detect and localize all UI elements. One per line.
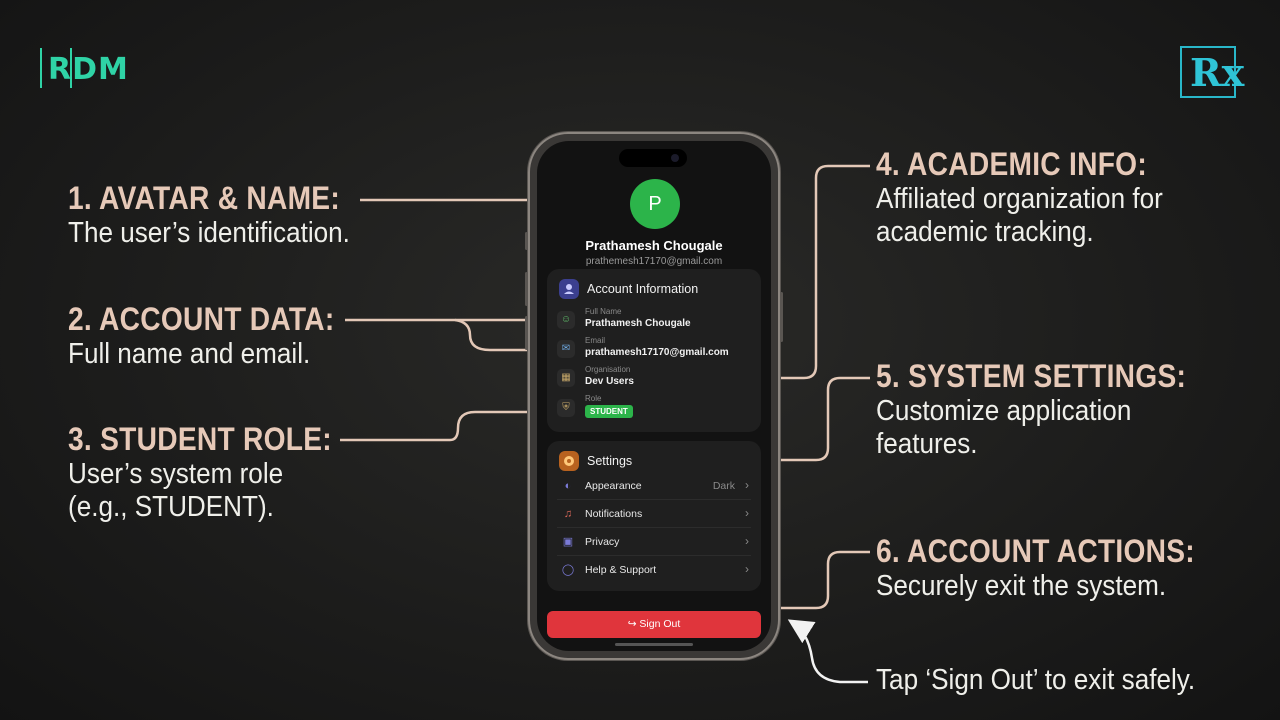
annotation-avatar: 1. AVATAR & NAME: The user’s identificat…	[68, 180, 381, 250]
rdm-logo: RDM	[40, 48, 142, 88]
field-value-full-name: Prathamesh Chougale	[585, 318, 691, 329]
account-info-card: Account Information ☺ Full Name Prathame…	[547, 269, 761, 432]
settings-item-notifications[interactable]: ♫ Notifications ›	[547, 501, 761, 528]
annotation-text: academic tracking.	[876, 216, 1094, 248]
annotation-account-actions: 6. ACCOUNT ACTIONS: Securely exit the sy…	[876, 533, 1238, 603]
rx-logo-text: Rx	[1190, 50, 1245, 95]
phone-power-button	[780, 292, 783, 342]
divider	[557, 499, 751, 500]
chevron-right-icon: ›	[745, 562, 749, 576]
phone-mockup: P Prathamesh Chougale prathemesh17170@gm…	[525, 132, 783, 660]
sign-out-label: Sign Out	[639, 618, 681, 630]
annotation-heading: 1. AVATAR & NAME:	[68, 180, 341, 216]
settings-title: Settings	[587, 454, 633, 468]
palette-icon: ◐	[564, 480, 572, 492]
field-label-full-name: Full Name	[585, 307, 622, 316]
arrow-academic	[650, 164, 870, 391]
help-icon: ◯	[561, 564, 575, 576]
annotation-text: Full name and email.	[68, 338, 311, 370]
arrow-settings	[740, 376, 870, 473]
annotation-text: (e.g., STUDENT).	[68, 491, 274, 523]
annotation-text: features.	[876, 428, 978, 460]
annotation-account-data: 2. ACCOUNT DATA: Full name and email.	[68, 301, 371, 371]
profile-email: prathemesh17170@gmail.com	[585, 256, 723, 267]
settings-item-help-support[interactable]: ◯ Help & Support ›	[547, 557, 761, 584]
annotation-text: The user’s identification.	[68, 217, 350, 249]
annotation-academic-info: 4. ACADEMIC INFO: Affiliated organizatio…	[876, 146, 1195, 249]
account-info-title: Account Information	[587, 282, 699, 296]
avatar[interactable]: P	[630, 179, 680, 229]
person-icon: ☺	[557, 311, 575, 329]
annotation-text: Customize application	[876, 395, 1132, 427]
phone-action-button	[525, 232, 528, 250]
settings-item-privacy[interactable]: ▣ Privacy ›	[547, 529, 761, 556]
logout-icon: ↪	[627, 618, 640, 630]
phone-volume-down	[525, 316, 528, 350]
annotation-text: Tap ‘Sign Out’ to exit safely.	[876, 664, 1196, 696]
field-label-role: Role	[585, 394, 602, 403]
field-label-email: Email	[585, 336, 606, 345]
settings-item-label: Privacy	[585, 536, 620, 548]
chevron-right-icon: ›	[745, 534, 749, 548]
annotation-system-settings: 5. SYSTEM SETTINGS: Customize applicatio…	[876, 358, 1228, 461]
logo-frame	[40, 48, 72, 88]
arrow-role	[340, 399, 558, 442]
home-indicator	[615, 643, 693, 646]
phone-volume-up	[525, 272, 528, 306]
arrow-tap-signout	[787, 619, 868, 684]
annotation-heading: 6. ACCOUNT ACTIONS:	[876, 533, 1195, 569]
building-icon: ▦	[557, 369, 575, 387]
annotation-heading: 4. ACADEMIC INFO:	[876, 146, 1147, 182]
field-value-organisation: Dev Users	[585, 376, 634, 387]
profile-name: Prathamesh Chougale	[585, 238, 723, 253]
settings-item-label: Appearance	[585, 480, 642, 492]
annotation-heading: 5. SYSTEM SETTINGS:	[876, 358, 1187, 394]
settings-item-label: Notifications	[585, 508, 643, 520]
lock-icon: ▣	[562, 536, 574, 548]
annotation-tap-signout: Tap ‘Sign Out’ to exit safely.	[876, 664, 1231, 697]
arrow-account-email	[454, 318, 557, 363]
settings-item-appearance[interactable]: ◐ Appearance Dark ›	[547, 473, 761, 500]
field-label-organisation: Organisation	[585, 365, 631, 374]
divider	[557, 527, 751, 528]
mail-icon: ✉	[557, 340, 575, 358]
sign-out-button[interactable]: ↪ Sign Out	[547, 611, 761, 638]
annotation-heading: 3. STUDENT ROLE:	[68, 421, 332, 457]
rdm-logo-text: RDM	[48, 52, 129, 87]
dynamic-island	[619, 149, 687, 167]
shield-icon: ⛨	[557, 399, 575, 417]
annotation-student-role: 3. STUDENT ROLE: User’s system role (e.g…	[68, 421, 368, 524]
settings-item-value: Dark	[712, 480, 735, 492]
role-badge: STUDENT	[585, 405, 633, 418]
user-icon	[559, 279, 579, 299]
chevron-right-icon: ›	[745, 478, 749, 492]
gear-icon	[559, 451, 579, 471]
divider	[557, 555, 751, 556]
arrow-actions	[743, 550, 870, 621]
annotation-text: User’s system role	[68, 458, 284, 490]
profile-screen: P Prathamesh Chougale prathemesh17170@gm…	[537, 141, 771, 651]
rx-logo: Rx	[1180, 46, 1244, 98]
chevron-right-icon: ›	[745, 506, 749, 520]
annotation-text: Affiliated organization for	[876, 183, 1163, 215]
bell-icon: ♫	[563, 508, 573, 520]
annotation-text: Securely exit the system.	[876, 570, 1167, 602]
field-value-email: prathamesh17170@gmail.com	[585, 347, 729, 358]
annotation-heading: 2. ACCOUNT DATA:	[68, 301, 335, 337]
settings-card: Settings ◐ Appearance Dark › ♫ Notificat…	[547, 441, 761, 591]
settings-item-label: Help & Support	[585, 564, 657, 576]
